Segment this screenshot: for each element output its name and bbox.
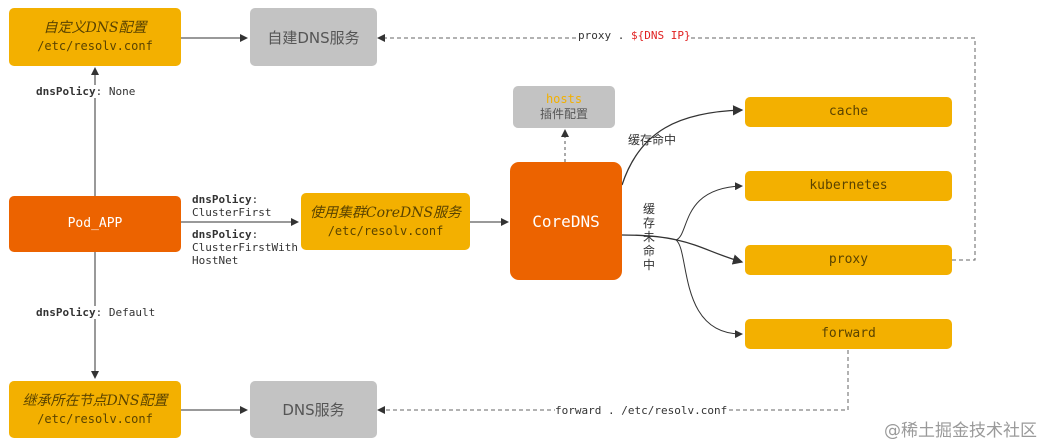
policy-none-key: dnsPolicy bbox=[36, 85, 96, 98]
cache-miss-char: 缓 bbox=[642, 202, 655, 216]
policy-cluster-first-label: dnsPolicy: ClusterFirst bbox=[192, 193, 272, 219]
kubernetes-plugin-label: kubernetes bbox=[809, 178, 888, 193]
watermark: @稀土掘金技术社区 bbox=[884, 421, 1037, 441]
coredns-node: CoreDNS bbox=[510, 162, 622, 280]
edge-coredns-to-cache bbox=[621, 105, 744, 186]
policy-default-label: dnsPolicy: Default bbox=[36, 306, 156, 319]
policy-none-value: : None bbox=[95, 85, 136, 98]
self-dns-service-label: 自建DNS服务 bbox=[267, 28, 360, 47]
hosts-plugin-title: hosts bbox=[545, 92, 583, 106]
edge-proxy-to-self-dns bbox=[377, 34, 976, 261]
cluster-coredns-node: 使用集群CoreDNS服务 /etc/resolv.conf bbox=[301, 193, 470, 250]
kubernetes-plugin-node: kubernetes bbox=[745, 171, 952, 201]
pod-app-node: Pod_APP bbox=[9, 196, 181, 252]
forward-plugin-label: forward bbox=[821, 326, 876, 341]
proxy-label-dns-ip: ${DNS IP} bbox=[630, 29, 691, 42]
cache-plugin-label: cache bbox=[828, 104, 869, 119]
policy-cluster-first-key: dnsPolicy bbox=[192, 193, 252, 206]
proxy-plugin-label: proxy bbox=[828, 252, 869, 267]
proxy-label-prefix: proxy . bbox=[578, 29, 625, 42]
dns-service-label: DNS服务 bbox=[282, 401, 345, 419]
cache-plugin-node: cache bbox=[745, 97, 952, 127]
policy-default-key: dnsPolicy bbox=[36, 306, 96, 319]
inherit-node-dns-node: 继承所在节点DNS配置 /etc/resolv.conf bbox=[9, 381, 181, 438]
policy-cfwhn-key: dnsPolicy bbox=[192, 228, 252, 241]
edge-miss-to-kubernetes bbox=[675, 182, 743, 241]
cache-hit-label: 缓存命中 bbox=[628, 133, 677, 147]
proxy-dns-ip-label: proxy . ${DNS IP} bbox=[578, 29, 691, 42]
forward-plugin-node: forward bbox=[745, 319, 952, 349]
cache-miss-char: 中 bbox=[642, 258, 655, 272]
policy-cfwhn-colon: : bbox=[251, 228, 259, 241]
cache-miss-char: 存 bbox=[642, 216, 655, 230]
cache-miss-label: 缓 存 未 命 中 bbox=[642, 202, 656, 272]
proxy-plugin-node: proxy bbox=[745, 245, 952, 275]
custom-dns-config-title: 自定义DNS配置 bbox=[43, 20, 147, 36]
policy-cluster-first-colon: : bbox=[251, 193, 259, 206]
dns-service-node: DNS服务 bbox=[250, 381, 377, 438]
custom-dns-config-path: /etc/resolv.conf bbox=[37, 39, 153, 53]
inherit-node-dns-path: /etc/resolv.conf bbox=[37, 411, 153, 426]
edge-coredns-to-proxy bbox=[621, 234, 744, 265]
cluster-coredns-path: /etc/resolv.conf bbox=[327, 223, 444, 238]
forward-resolv-label: forward . /etc/resolv.conf bbox=[555, 404, 728, 417]
policy-none-label: dnsPolicy: None bbox=[36, 85, 136, 98]
cache-miss-char: 未 bbox=[642, 230, 655, 244]
policy-cluster-first-with-host-net-label: dnsPolicy: ClusterFirstWith HostNet bbox=[192, 228, 298, 267]
cluster-coredns-title: 使用集群CoreDNS服务 bbox=[309, 204, 462, 221]
coredns-label: CoreDNS bbox=[532, 211, 600, 231]
policy-cfwhn-line2: ClusterFirstWith bbox=[192, 241, 298, 254]
custom-dns-config-node: 自定义DNS配置 /etc/resolv.conf bbox=[9, 8, 181, 66]
self-dns-service-node: 自建DNS服务 bbox=[250, 8, 377, 66]
hosts-plugin-node: hosts 插件配置 bbox=[513, 86, 615, 128]
policy-cfwhn-line3: HostNet bbox=[192, 254, 239, 267]
edge-miss-to-forward bbox=[675, 239, 743, 339]
pod-app-label: Pod_APP bbox=[67, 216, 123, 231]
cache-miss-char: 命 bbox=[642, 244, 655, 258]
hosts-plugin-subtitle: 插件配置 bbox=[539, 107, 588, 121]
edge-forward-to-dns-service bbox=[377, 350, 849, 414]
policy-default-value: : Default bbox=[95, 306, 156, 319]
inherit-node-dns-title: 继承所在节点DNS配置 bbox=[22, 392, 168, 409]
policy-cluster-first-value: ClusterFirst bbox=[192, 206, 272, 219]
